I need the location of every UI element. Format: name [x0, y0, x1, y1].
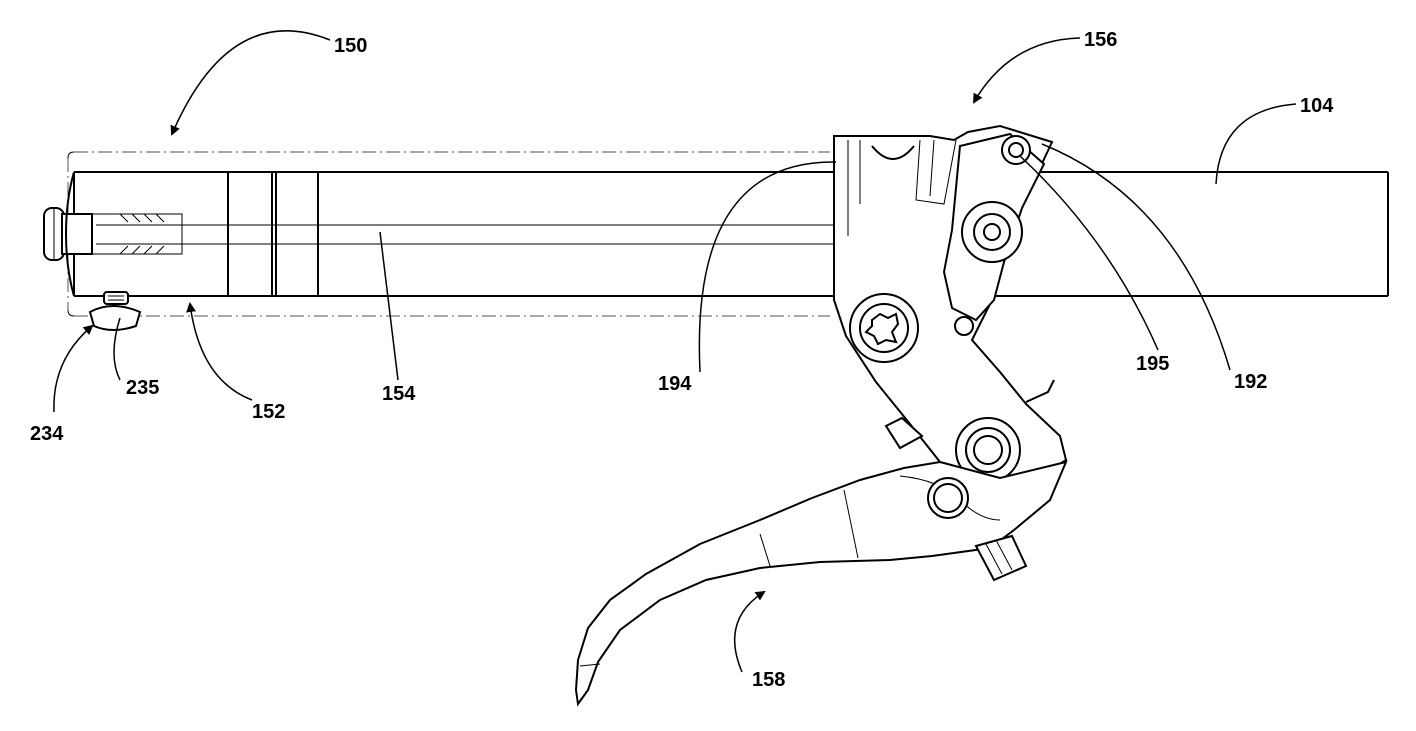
brake-lever [574, 460, 1068, 707]
ref-234: 234 [30, 423, 64, 445]
ref-192: 192 [1234, 371, 1267, 393]
ref-195: 195 [1136, 353, 1169, 375]
ref-235: 235 [126, 377, 159, 399]
ref-156: 156 [1084, 29, 1117, 51]
ref-154: 154 [382, 383, 416, 405]
ref-152: 152 [252, 401, 285, 423]
leader-lines [53, 30, 1297, 673]
clamp-housing [833, 124, 1068, 483]
ref-150: 150 [334, 35, 367, 57]
grip-assembly [43, 151, 834, 317]
ref-194: 194 [658, 373, 692, 395]
ref-158: 158 [752, 669, 785, 691]
reference-numerals: 150 156 104 154 152 235 234 194 195 192 … [30, 29, 1334, 691]
ref-104: 104 [1300, 95, 1334, 117]
set-screw [88, 291, 142, 331]
